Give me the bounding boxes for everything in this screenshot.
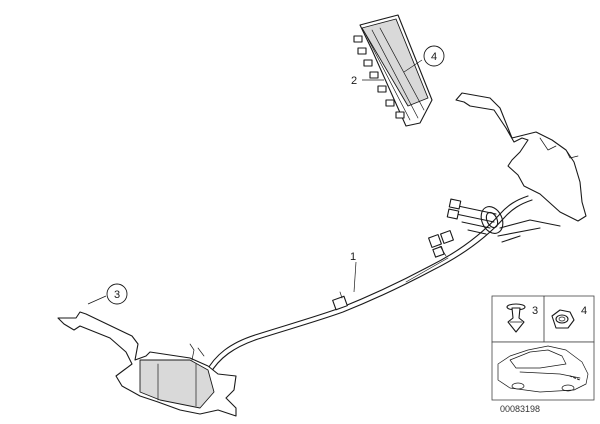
circle-callout-left-text: 3 xyxy=(114,289,120,301)
right-bracket[interactable] xyxy=(455,92,587,222)
circle-callout-top-text: 4 xyxy=(431,51,437,63)
nut-icon xyxy=(551,309,575,329)
callout-harness: 1 xyxy=(350,251,356,263)
inset-clip-number: 3 xyxy=(532,305,538,317)
circle-callout-left: 3 xyxy=(106,283,128,305)
harness-plugs xyxy=(428,230,454,258)
car-outline-icon xyxy=(497,345,589,393)
inset-nut-number: 4 xyxy=(581,305,587,317)
fastener-inset: 3 4 xyxy=(491,295,595,343)
vehicle-overview-inset xyxy=(491,341,595,401)
wiring-harness[interactable] xyxy=(205,195,533,375)
circle-callout-top: 4 xyxy=(423,45,445,67)
connector-block[interactable] xyxy=(353,14,433,127)
reference-code: 00083198 xyxy=(500,404,540,414)
wire-ends xyxy=(446,198,561,243)
clip-icon xyxy=(506,303,526,333)
leader-lines xyxy=(87,59,423,305)
callout-connector: 2 xyxy=(351,75,357,87)
connector-pins xyxy=(353,35,405,119)
left-bracket[interactable] xyxy=(57,311,237,417)
